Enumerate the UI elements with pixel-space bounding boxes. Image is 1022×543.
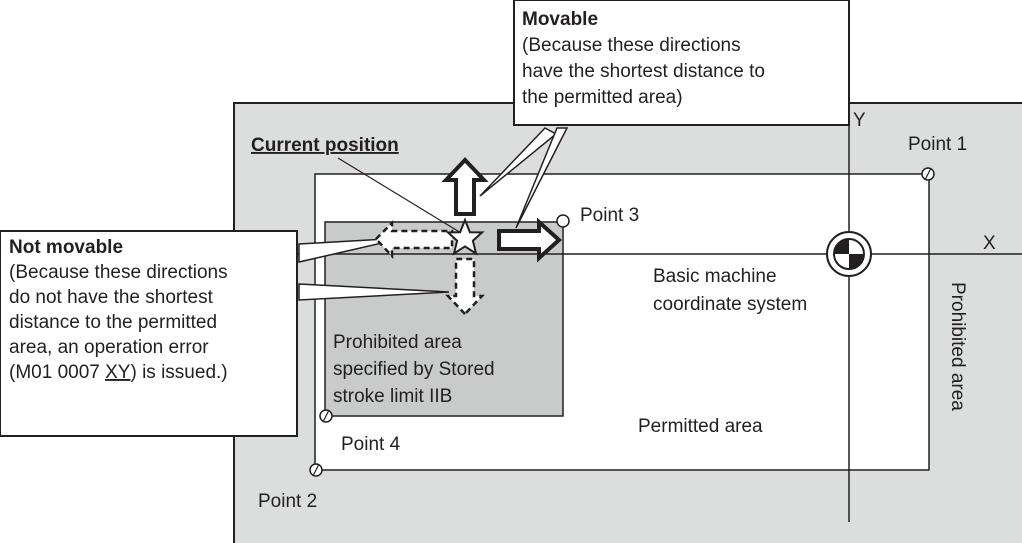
- arrow-left-dashed-icon: [374, 219, 454, 260]
- movable-line-3: the permitted area): [522, 87, 683, 108]
- point3-label: Point 3: [580, 205, 639, 226]
- prohibited-iib-label-1: Prohibited area: [333, 332, 462, 353]
- origin-symbol-icon: [826, 231, 872, 277]
- movable-callout-box: [513, 0, 850, 126]
- movable-callout-pointer: [479, 127, 558, 197]
- not-movable-line-5: (M01 0007 XY) is issued.): [9, 362, 228, 383]
- not-movable-line-3: distance to the permitted: [9, 312, 217, 333]
- arrow-right-icon: [497, 217, 562, 263]
- not-movable-line-5c: ) is issued.): [130, 362, 227, 383]
- not-movable-callout-box: [0, 230, 298, 437]
- x-axis-label: X: [983, 233, 996, 254]
- error-code-axis: XY: [105, 362, 131, 383]
- point1-label: Point 1: [908, 134, 967, 155]
- point4-label: Point 4: [341, 434, 401, 455]
- point2-label: Point 2: [258, 491, 317, 512]
- movable-callout-pointer-2: [515, 127, 569, 229]
- point3-marker: [556, 214, 570, 228]
- not-movable-line-1: (Because these directions: [9, 262, 228, 283]
- y-axis-label: Y: [853, 110, 866, 131]
- basic-machine-label-2: coordinate system: [653, 294, 807, 315]
- movable-line-1: (Because these directions: [522, 35, 741, 56]
- movable-title: Movable: [522, 9, 598, 30]
- point1-leader: [924, 167, 932, 181]
- permitted-area-label: Permitted area: [638, 416, 763, 437]
- point4-leader: [322, 409, 330, 423]
- prohibited-area-label: Prohibited area: [947, 282, 968, 411]
- prohibited-iib-label-3: stroke limit IIB: [333, 386, 452, 407]
- basic-machine-label-1: Basic machine: [653, 266, 777, 287]
- movable-line-2: have the shortest distance to: [522, 61, 765, 82]
- arrow-up-icon: [441, 157, 489, 216]
- current-position-star-icon: [445, 217, 485, 256]
- point2-leader: [312, 463, 320, 477]
- arrow-down-dashed-icon: [445, 257, 485, 316]
- current-position-leader: [337, 157, 467, 237]
- not-movable-line-5a: (M01 0007: [9, 362, 105, 383]
- not-movable-line-4: area, an operation error: [9, 337, 209, 358]
- prohibited-iib-label-2: specified by Stored: [333, 359, 495, 380]
- not-movable-title: Not movable: [9, 237, 123, 258]
- current-position-label: Current position: [251, 135, 399, 156]
- not-movable-callout-pointer-2: [298, 283, 450, 301]
- not-movable-callout-pointer: [298, 237, 405, 263]
- not-movable-line-2: do not have the shortest: [9, 287, 214, 308]
